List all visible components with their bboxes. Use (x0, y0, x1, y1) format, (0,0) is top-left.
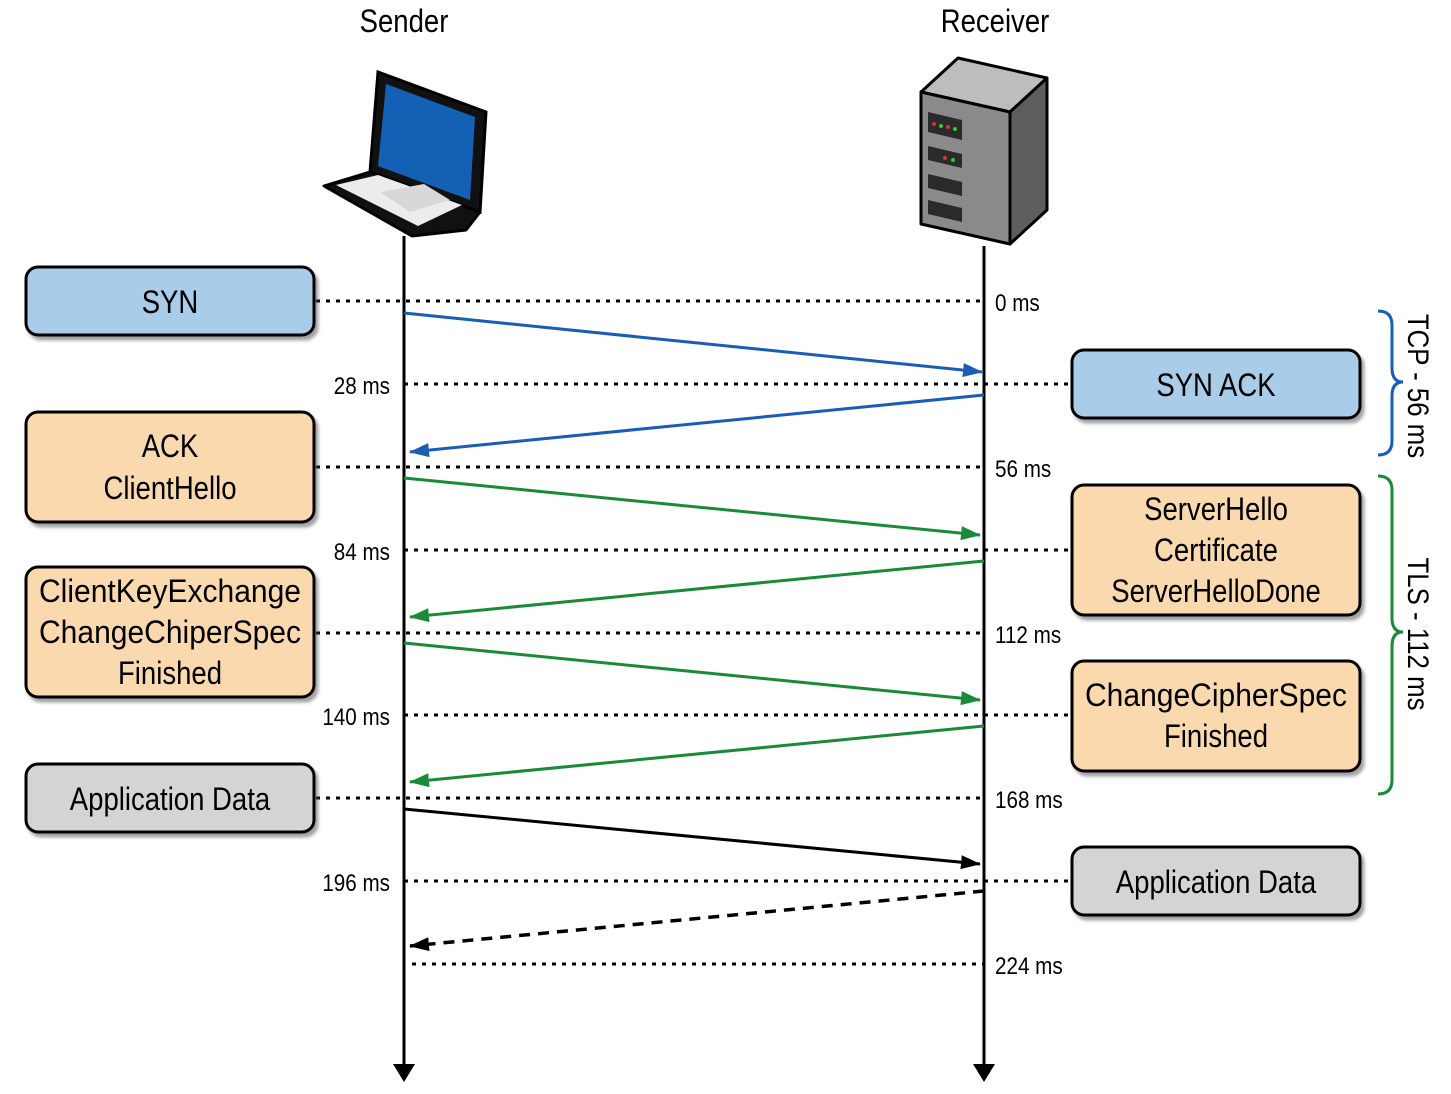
sender-title: Sender (360, 3, 449, 39)
arrow-syn (403, 311, 983, 378)
tls-brace (1377, 474, 1404, 796)
arrow-client-finished (403, 641, 981, 706)
time-rows (316, 299, 1072, 966)
server-icon (919, 56, 1049, 246)
arrow-app-data-response (409, 889, 985, 952)
box-line: ChangeChiperSpec (39, 614, 301, 650)
receiver-timeline-arrowhead (973, 1064, 995, 1082)
time-label-168: 168 ms (995, 787, 1063, 814)
box-line: ClientHello (103, 470, 236, 506)
receiver-box-change-cipher-spec: ChangeCipherSpec Finished (1070, 659, 1362, 773)
box-line: ClientKeyExchange (39, 573, 301, 609)
arrow-app-data-request (403, 807, 981, 870)
receiver-box-application-data: Application Data (1070, 845, 1362, 917)
time-label-56: 56 ms (995, 456, 1051, 483)
receiver-box-syn-ack: SYN ACK (1070, 348, 1362, 420)
box-line: ServerHello (1144, 491, 1288, 527)
laptop-icon (322, 69, 488, 238)
arrow-server-finished (409, 724, 985, 788)
tcp-phase-label: TCP - 56 ms (1401, 314, 1434, 458)
time-label-224: 224 ms (995, 953, 1063, 980)
box-line: Application Data (1116, 864, 1317, 900)
time-label-0: 0 ms (995, 290, 1040, 317)
time-label-196: 196 ms (322, 870, 390, 897)
arrow-client-hello (403, 476, 981, 541)
box-line: ServerHelloDone (1111, 573, 1321, 609)
time-label-28: 28 ms (334, 373, 390, 400)
arrow-syn-ack (409, 393, 985, 458)
time-label-84: 84 ms (334, 539, 390, 566)
box-line: ACK (142, 428, 199, 464)
box-line: SYN ACK (1156, 367, 1275, 403)
receiver-box-server-hello: ServerHello Certificate ServerHelloDone (1070, 483, 1362, 617)
sender-box-syn: SYN (24, 265, 316, 337)
sender-box-key-exchange: ClientKeyExchange ChangeChiperSpec Finis… (24, 565, 316, 699)
tls-phase-label: TLS - 112 ms (1401, 558, 1434, 711)
arrow-server-hello (409, 559, 985, 623)
box-line: Finished (118, 655, 222, 691)
sender-box-application-data: Application Data (24, 762, 316, 834)
box-line: Certificate (1154, 532, 1278, 568)
time-label-112: 112 ms (995, 622, 1061, 649)
sender-timeline-arrowhead (393, 1064, 415, 1082)
sender-box-ack-clienthello: ACK ClientHello (24, 410, 316, 524)
tcp-brace (1377, 309, 1404, 457)
receiver-title: Receiver (941, 3, 1050, 39)
box-line: SYN (142, 284, 199, 320)
time-label-140: 140 ms (322, 704, 390, 731)
box-line: Application Data (70, 781, 271, 817)
box-line: ChangeCipherSpec (1085, 677, 1347, 713)
box-line: Finished (1164, 718, 1268, 754)
